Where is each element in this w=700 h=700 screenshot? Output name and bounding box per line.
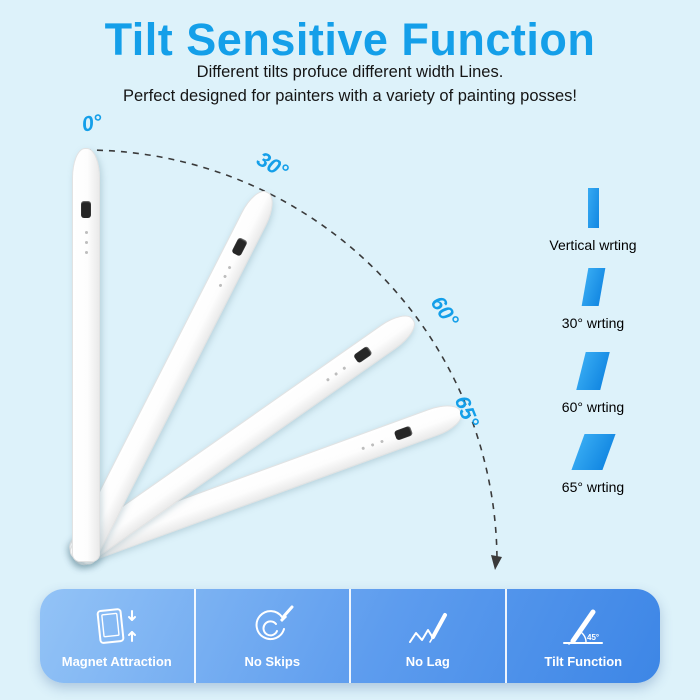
pen-power-button [231,237,248,257]
line-sample-30deg-icon [581,268,605,306]
legend-item-60deg: 60° wrting [531,352,655,415]
angle-label-0: 0° [80,110,104,137]
pen-led-dot [84,231,88,234]
legend-item-65deg: 65° wrting [531,434,655,495]
feature-label: Magnet Attraction [61,654,172,669]
feature-label: No Lag [405,654,450,669]
magnet-attraction-icon [96,608,136,644]
stylus-pen-0deg [72,148,100,562]
angle-label-30: 30° [252,147,292,184]
pen-led-dot [361,445,365,450]
feature-label: Tilt Function [544,654,623,669]
pen-led-dot [379,439,384,443]
legend-label: 30° wrting [561,315,625,331]
pen-led-dot [84,251,88,254]
feature-bar: Magnet Attraction No Skips [40,589,660,683]
subtitle-line-1: Different tilts profuce different width … [196,63,504,81]
pen-led-dot [84,241,88,244]
pen-led-dot [227,265,232,270]
pen-led-dot [218,283,223,288]
feature-magnet-attraction: Magnet Attraction [40,589,194,683]
feature-tilt-function: 45° Tilt Function [504,589,661,683]
legend-item-vertical: Vertical wrting [531,188,655,253]
pen-power-button [81,201,91,218]
legend-label: 60° wrting [561,399,625,415]
tilt-angle-annotation: 45° [587,633,599,642]
legend-item-30deg: 30° wrting [531,268,655,331]
tilt-function-icon: 45° [563,609,604,645]
pen-power-button [353,345,373,364]
pen-led-dot [341,365,347,370]
rotation-arrow-icon [491,555,502,570]
feature-no-lag: No Lag [349,589,505,683]
legend-label: Vertical wrting [549,237,637,253]
feature-label: No Skips [244,654,301,669]
feature-no-skips: No Skips [193,589,350,683]
pen-led-dot [325,377,330,382]
subtitle-line-2: Perfect designed for painters with a var… [123,87,577,105]
no-lag-icon [408,613,447,643]
pen-led-dot [222,274,227,279]
line-sample-60deg-icon [576,352,610,390]
pen-led-dot [333,371,338,376]
line-sample-65deg-icon [570,434,616,470]
legend-label: 65° wrting [561,479,625,495]
no-skips-icon [255,605,294,641]
page-title: Tilt Sensitive Function [104,14,596,65]
angle-label-60: 60° [425,292,463,332]
pen-led-dot [370,442,375,447]
pen-power-button [393,425,414,441]
line-sample-vertical-icon [587,188,599,228]
